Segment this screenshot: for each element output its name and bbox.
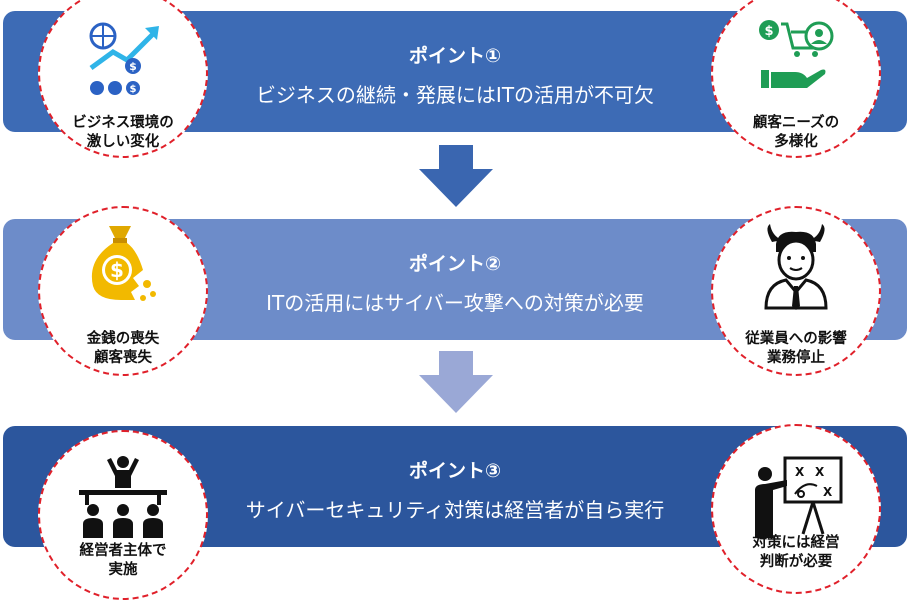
circle-management-led: 経営者主体で 実施 <box>38 430 208 600</box>
strategy-board-icon: X X X <box>755 456 843 538</box>
circle-money-loss: $ 金銭の喪失 顧客喪失 <box>38 206 208 376</box>
svg-text:$: $ <box>130 84 137 95</box>
money-loss-icon: $ <box>91 226 156 301</box>
down-arrow-1 <box>419 145 493 207</box>
leadership-icon <box>79 456 167 538</box>
point-1-title: ポイント① <box>408 45 502 67</box>
business-growth-icon: $ $ <box>89 22 159 95</box>
svg-text:$: $ <box>110 258 124 282</box>
circle-management-decision-label: 対策には経営 判断が必要 <box>752 535 840 570</box>
svg-text:X: X <box>795 465 805 479</box>
point-2-title: ポイント② <box>408 253 502 275</box>
circle-management-decision: X X X 対策には経営 判断が必要 <box>711 424 881 594</box>
svg-text:$: $ <box>129 60 137 73</box>
point-3-text: サイバーセキュリティ対策は経営者が自ら実行 <box>245 498 665 522</box>
point-2-text: ITの活用にはサイバー攻撃への対策が必要 <box>266 291 644 315</box>
employee-devil-icon <box>764 224 828 310</box>
circle-business-environment: $ $ ビジネス環境の 激しい変化 <box>38 0 208 158</box>
circle-employee-impact-label: 従業員への影響 業務停止 <box>745 331 847 366</box>
circle-business-environment-label: ビジネス環境の 激しい変化 <box>72 115 174 150</box>
svg-text:X: X <box>823 485 833 499</box>
circle-money-loss-label: 金銭の喪失 顧客喪失 <box>86 331 160 366</box>
circle-customer-needs: $ 顧客ニーズの 多様化 <box>711 0 881 158</box>
circle-customer-needs-label: 顧客ニーズの 多様化 <box>752 115 840 150</box>
circle-employee-impact: 従業員への影響 業務停止 <box>711 206 881 376</box>
point-3-title: ポイント③ <box>408 460 502 482</box>
customer-needs-icon: $ <box>759 20 834 88</box>
circle-management-led-label: 経営者主体で 実施 <box>79 543 167 578</box>
svg-text:X: X <box>815 465 825 479</box>
svg-text:$: $ <box>764 24 773 39</box>
down-arrow-2 <box>419 351 493 413</box>
point-1-text: ビジネスの継続・発展にはITの活用が不可欠 <box>255 83 655 107</box>
